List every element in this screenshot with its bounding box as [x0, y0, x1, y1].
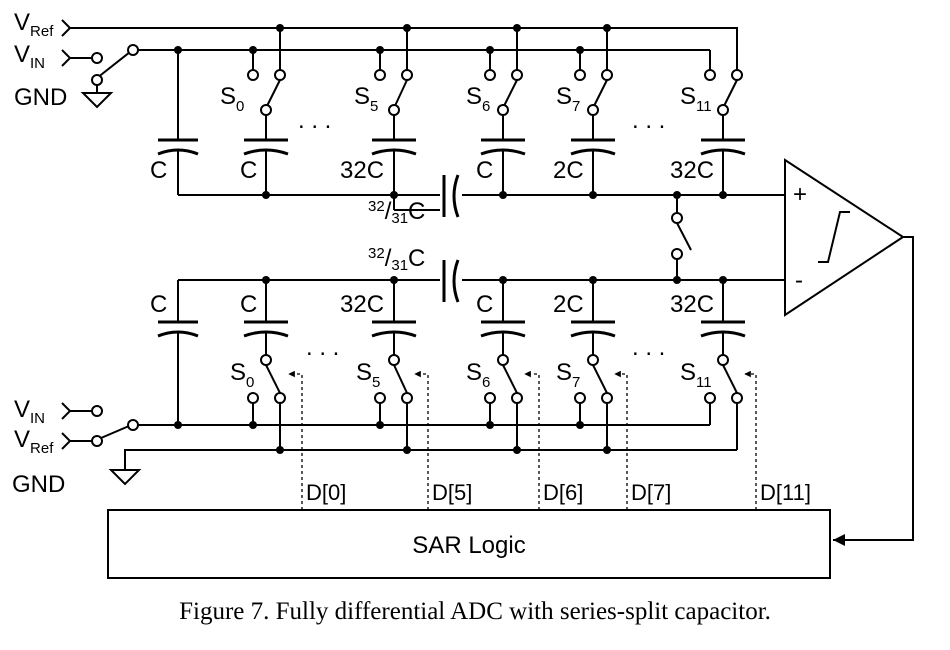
switch-s6-bottom: [480, 280, 526, 450]
bottom-cap-label-0: C: [150, 291, 167, 318]
top-vin-rail: [61, 49, 93, 67]
switch-s7-bottom: [570, 280, 616, 450]
bottom-ellipsis-2: . . .: [632, 334, 665, 361]
bottom-split-cap-label: 32/31C: [368, 245, 425, 274]
digital-line-label-4: D[11]: [760, 480, 811, 505]
bottom-cap-label-2: 32C: [340, 291, 384, 318]
bottom-vref-rail: [61, 432, 93, 450]
figure-caption: Figure 7. Fully differential ADC with se…: [179, 598, 771, 625]
top-switch-label-0: S0: [220, 83, 244, 115]
sar-logic-block: [107, 509, 831, 579]
switch-s6-top: [480, 28, 526, 195]
switch-s5-top: [371, 28, 417, 195]
bottom-vin-rail: [61, 402, 93, 420]
top-cap-label-4: 2C: [553, 157, 584, 184]
top-cap-label-2: 32C: [340, 157, 384, 184]
top-switch-label-11: S11: [680, 83, 712, 115]
bottom-array: [61, 280, 746, 486]
bottom-cap-label-5: 32C: [670, 291, 714, 318]
top-switch-label-7: S7: [556, 83, 580, 115]
switch-s11-bottom: [700, 280, 746, 450]
control-lines: [288, 370, 757, 510]
bottom-split-capacitor: [442, 259, 460, 303]
switch-s0-top: [243, 28, 289, 195]
bottom-switch-label-6: S6: [466, 359, 490, 391]
bottom-cap-label-1: C: [240, 291, 257, 318]
top-ellipsis-2: . . .: [632, 107, 665, 134]
bottom-ellipsis-1: . . .: [306, 334, 339, 361]
top-gnd-label: GND: [14, 84, 67, 111]
top-split-capacitor: [442, 174, 460, 218]
comparator-minus-label: -: [795, 267, 803, 294]
top-ellipsis-1: . . .: [298, 107, 331, 134]
digital-line-label-1: D[5]: [432, 480, 472, 505]
bottom-cap-label-4: 2C: [553, 291, 584, 318]
top-cap-labels: C C 32C C 2C 32C: [150, 157, 714, 184]
top-switch-label-5: S5: [354, 83, 378, 115]
switch-s5-bottom: [371, 280, 417, 450]
bottom-gnd-label: GND: [12, 471, 65, 498]
top-gnd-symbol: [80, 92, 114, 109]
digital-line-label-2: D[6]: [543, 480, 583, 505]
top-array: [61, 19, 738, 195]
switch-s0-bottom: [243, 280, 289, 450]
bottom-gnd-symbol: [108, 469, 142, 486]
top-vref-label: VRef: [14, 9, 54, 40]
comparator-transfer-icon: [818, 211, 850, 263]
digital-line-label-0: D[0]: [306, 480, 346, 505]
feedback-wire: [833, 236, 914, 546]
bottom-vin-label: VIN: [14, 396, 45, 427]
top-cap-label-5: 32C: [670, 157, 714, 184]
bottom-input-switch: [100, 425, 130, 439]
top-vin-label: VIN: [14, 41, 45, 72]
split-cap-labels: 32/31C 32/31C: [368, 198, 425, 274]
bottom-switch-label-5: S5: [356, 359, 380, 391]
comparator-labels: + -: [793, 181, 807, 294]
top-cap-label-3: C: [476, 157, 493, 184]
top-switch-labels: S0 S5 S6 S7 S11 . . . . . .: [220, 83, 712, 134]
bottom-cap-labels: C C 32C C 2C 32C: [150, 291, 714, 318]
top-input-switch: [96, 51, 131, 79]
digital-line-label-3: D[7]: [631, 480, 671, 505]
top-switches: [243, 28, 746, 195]
comparator-plus-label: +: [793, 181, 807, 208]
top-cap-label-0: C: [150, 157, 167, 184]
bottom-switch-label-7: S7: [556, 359, 580, 391]
top-switch-label-6: S6: [466, 83, 490, 115]
equalization-switch: [671, 195, 692, 280]
sar-logic-label: SAR Logic: [412, 532, 525, 559]
bottom-switch-label-11: S11: [680, 359, 712, 391]
switch-s11-top: [700, 50, 746, 195]
bottom-vref-label: VRef: [14, 426, 54, 457]
top-vref-rail: [61, 19, 738, 72]
bottom-cap-label-3: C: [476, 291, 493, 318]
bottom-switch-label-0: S0: [230, 359, 254, 391]
rail-labels: VRef VIN GND VIN VRef GND: [12, 9, 67, 498]
bottom-switch-labels: S0 S5 S6 S7 S11 . . . . . .: [230, 334, 712, 391]
top-split-cap-label: 32/31C: [368, 198, 425, 227]
comparator-triangle: [784, 158, 905, 317]
comparator: [725, 158, 905, 317]
digital-line-labels: D[0] D[5] D[6] D[7] D[11]: [306, 480, 811, 505]
bottom-gnd-rail: [124, 449, 737, 470]
top-cap-label-1: C: [240, 157, 257, 184]
switch-s7-top: [570, 28, 616, 195]
